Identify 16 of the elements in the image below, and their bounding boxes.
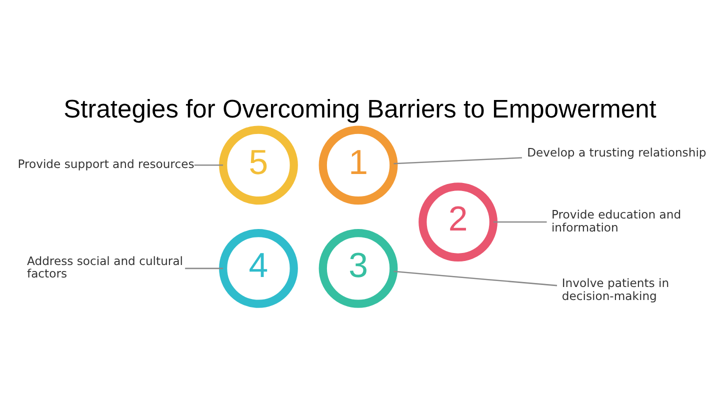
node-text: Develop a trusting relationship — [527, 145, 706, 160]
node-circle: 4 — [219, 228, 298, 308]
connector — [394, 270, 558, 286]
connector — [394, 157, 522, 164]
connector — [493, 221, 547, 223]
node-text: Involve patients in decision-making — [562, 276, 670, 303]
node-text: Address social and cultural factors — [26, 254, 184, 281]
node-circle: 2 — [418, 182, 498, 262]
node-text: Provide education and information — [551, 208, 682, 234]
node-circle: 5 — [219, 126, 298, 205]
connector — [185, 268, 223, 270]
node-circle: 3 — [318, 228, 398, 308]
node-text: Provide support and resources — [18, 157, 194, 172]
connector — [194, 164, 224, 166]
diagram-title: Strategies for Overcoming Barriers to Empowerment — [64, 96, 656, 124]
node-circle: 1 — [318, 126, 398, 205]
